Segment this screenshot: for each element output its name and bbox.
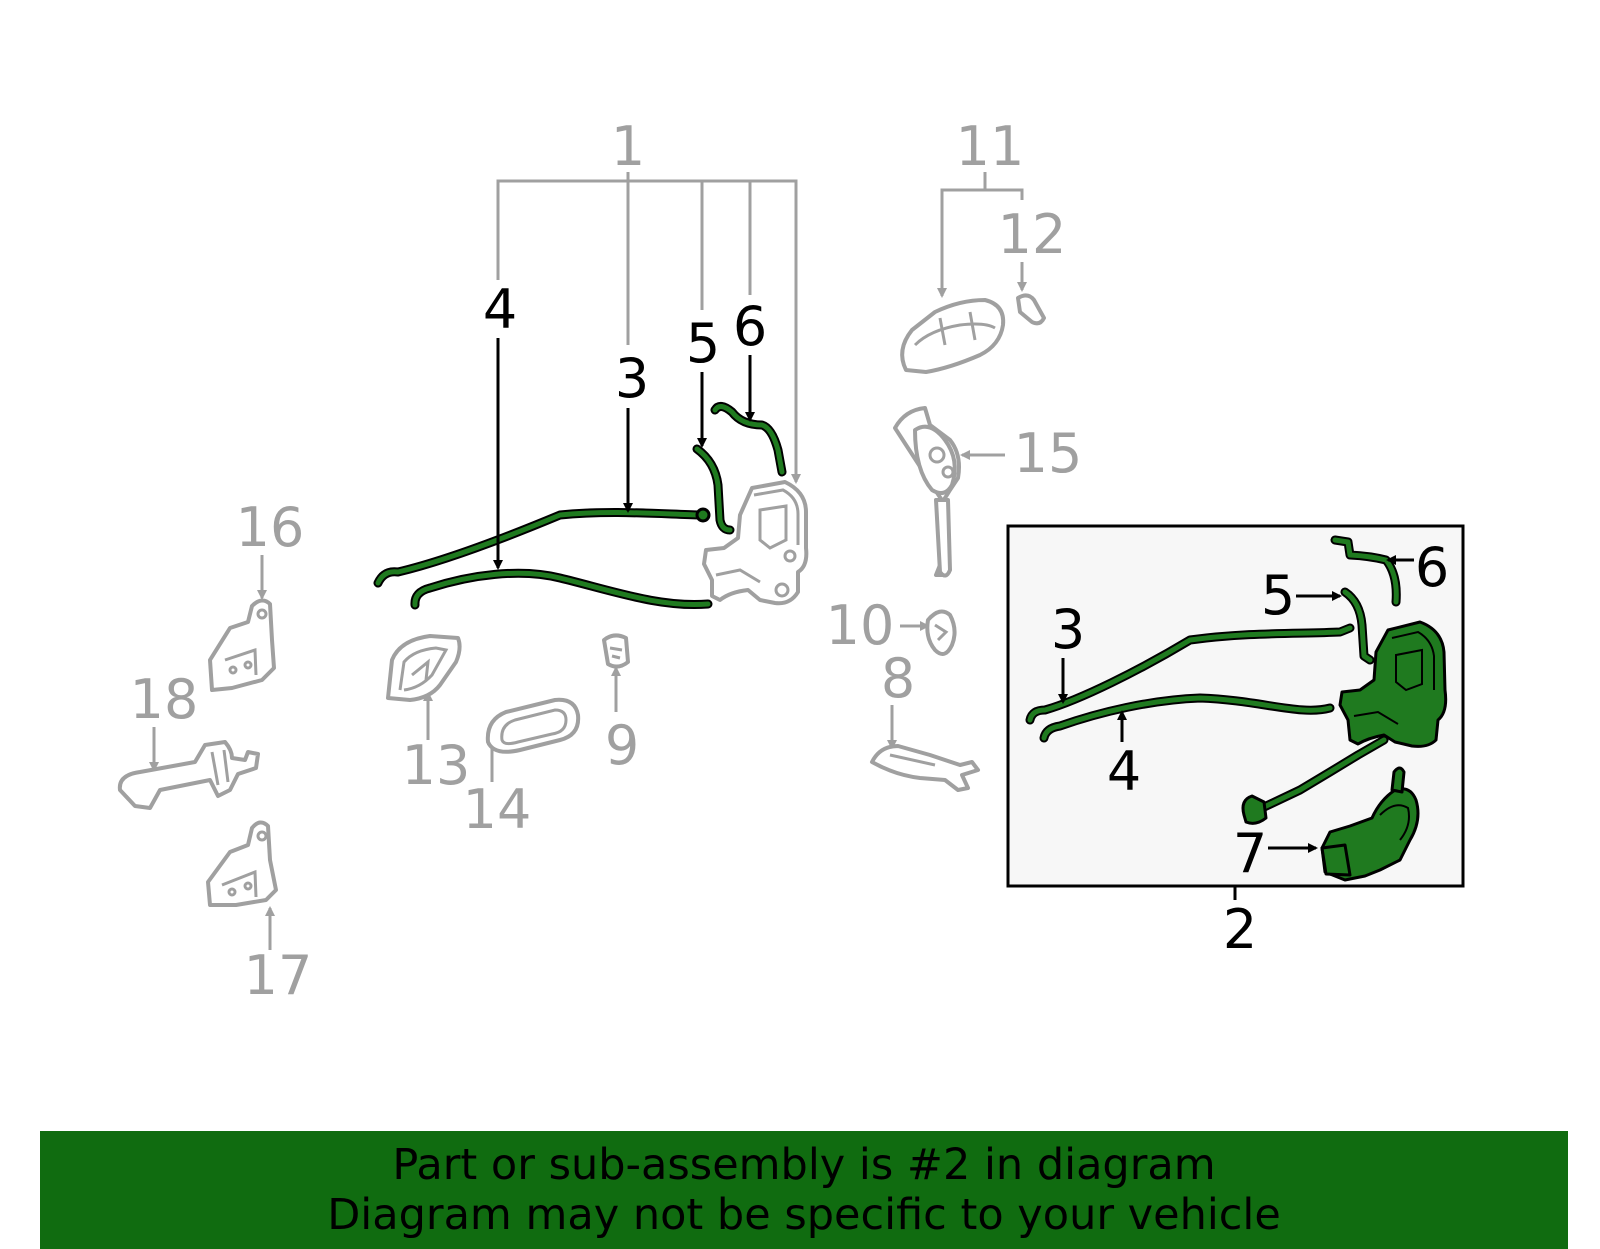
inset-latch-assembly <box>1338 620 1448 748</box>
callout-15-group: 15 <box>960 422 1083 485</box>
banner-line-assembly: Part or sub-assembly is #2 in diagram <box>392 1140 1216 1190</box>
callout-15: 15 <box>1014 422 1083 485</box>
callout-11-group: 11 <box>937 115 1025 298</box>
callout-4: 4 <box>483 278 517 341</box>
banner-line-disclaimer: Diagram may not be specific to your vehi… <box>327 1190 1281 1240</box>
striker-bracket-8 <box>870 744 980 792</box>
callout-9: 9 <box>605 714 639 777</box>
callout-18-group: 18 <box>130 668 199 772</box>
callout-3-group: 3 <box>615 347 649 513</box>
callout-11: 11 <box>956 115 1025 178</box>
callout-5: 5 <box>686 312 720 375</box>
callout-18: 18 <box>130 668 199 731</box>
callout-10: 10 <box>826 594 895 657</box>
callout-13-group: 13 <box>402 691 471 797</box>
callout-6-group: 6 <box>733 295 767 422</box>
inset-callout-5-group: 5 <box>1261 564 1342 627</box>
callout-4-group: 4 <box>483 278 517 570</box>
inset-callout-7: 7 <box>1233 822 1267 885</box>
hinge-16 <box>208 598 276 692</box>
callout-1-bracket <box>496 179 798 480</box>
callout-3: 3 <box>615 347 649 410</box>
inset-rod-4 <box>1039 693 1335 743</box>
main-rod-6 <box>710 402 787 477</box>
callout-9-group: 9 <box>605 666 639 777</box>
lock-cylinder-15 <box>893 406 961 578</box>
bezel-14 <box>485 697 581 754</box>
callout-13: 13 <box>402 734 471 797</box>
callout-2: 2 <box>1223 898 1257 961</box>
inset-callout-3-group: 3 <box>1051 598 1085 704</box>
inset-cable <box>1241 735 1389 825</box>
info-banner: Part or sub-assembly is #2 in diagram Di… <box>40 1131 1568 1249</box>
outside-handle-11 <box>900 298 1006 374</box>
callout-1: 1 <box>611 115 645 178</box>
callout-6: 6 <box>733 295 767 358</box>
callout-14-group: 14 <box>463 735 532 841</box>
inset-rod-3 <box>1025 623 1355 725</box>
callout-16-group: 16 <box>236 496 305 600</box>
inset-callout-4: 4 <box>1107 740 1141 803</box>
callout-16: 16 <box>236 496 305 559</box>
inset-callout-5: 5 <box>1261 564 1295 627</box>
inset-callout-6: 6 <box>1415 536 1449 599</box>
inset-rod-5 <box>1340 587 1375 665</box>
callout-5-group: 5 <box>686 312 720 448</box>
callout-12: 12 <box>998 203 1067 266</box>
callout-17: 17 <box>244 944 313 1007</box>
callout-8-group: 8 <box>881 647 915 750</box>
callout-17-group: 17 <box>244 906 313 1007</box>
actuator-7 <box>1320 766 1420 882</box>
callout-8: 8 <box>881 647 915 710</box>
clip-12 <box>1016 293 1046 326</box>
callout-10-group: 10 <box>826 594 930 657</box>
callout-14: 14 <box>463 778 532 841</box>
callout-12-group: 12 <box>998 203 1067 292</box>
main-rod-5 <box>692 444 735 535</box>
clip-10 <box>925 609 957 656</box>
main-latch-assembly <box>702 480 809 606</box>
inset-callout-4-group: 4 <box>1107 710 1141 803</box>
clip-9 <box>602 633 630 669</box>
inset-callout-6-group: 6 <box>1386 536 1449 599</box>
inset-rod-6 <box>1330 535 1401 607</box>
hinge-17 <box>206 820 278 907</box>
door-check-18 <box>117 740 260 810</box>
callout-1-group: 1 <box>496 115 801 484</box>
inset-callout-3: 3 <box>1051 598 1085 661</box>
inside-handle-13 <box>386 634 462 702</box>
inset-callout-7-group: 7 <box>1233 822 1318 885</box>
main-rod-4 <box>410 568 713 610</box>
